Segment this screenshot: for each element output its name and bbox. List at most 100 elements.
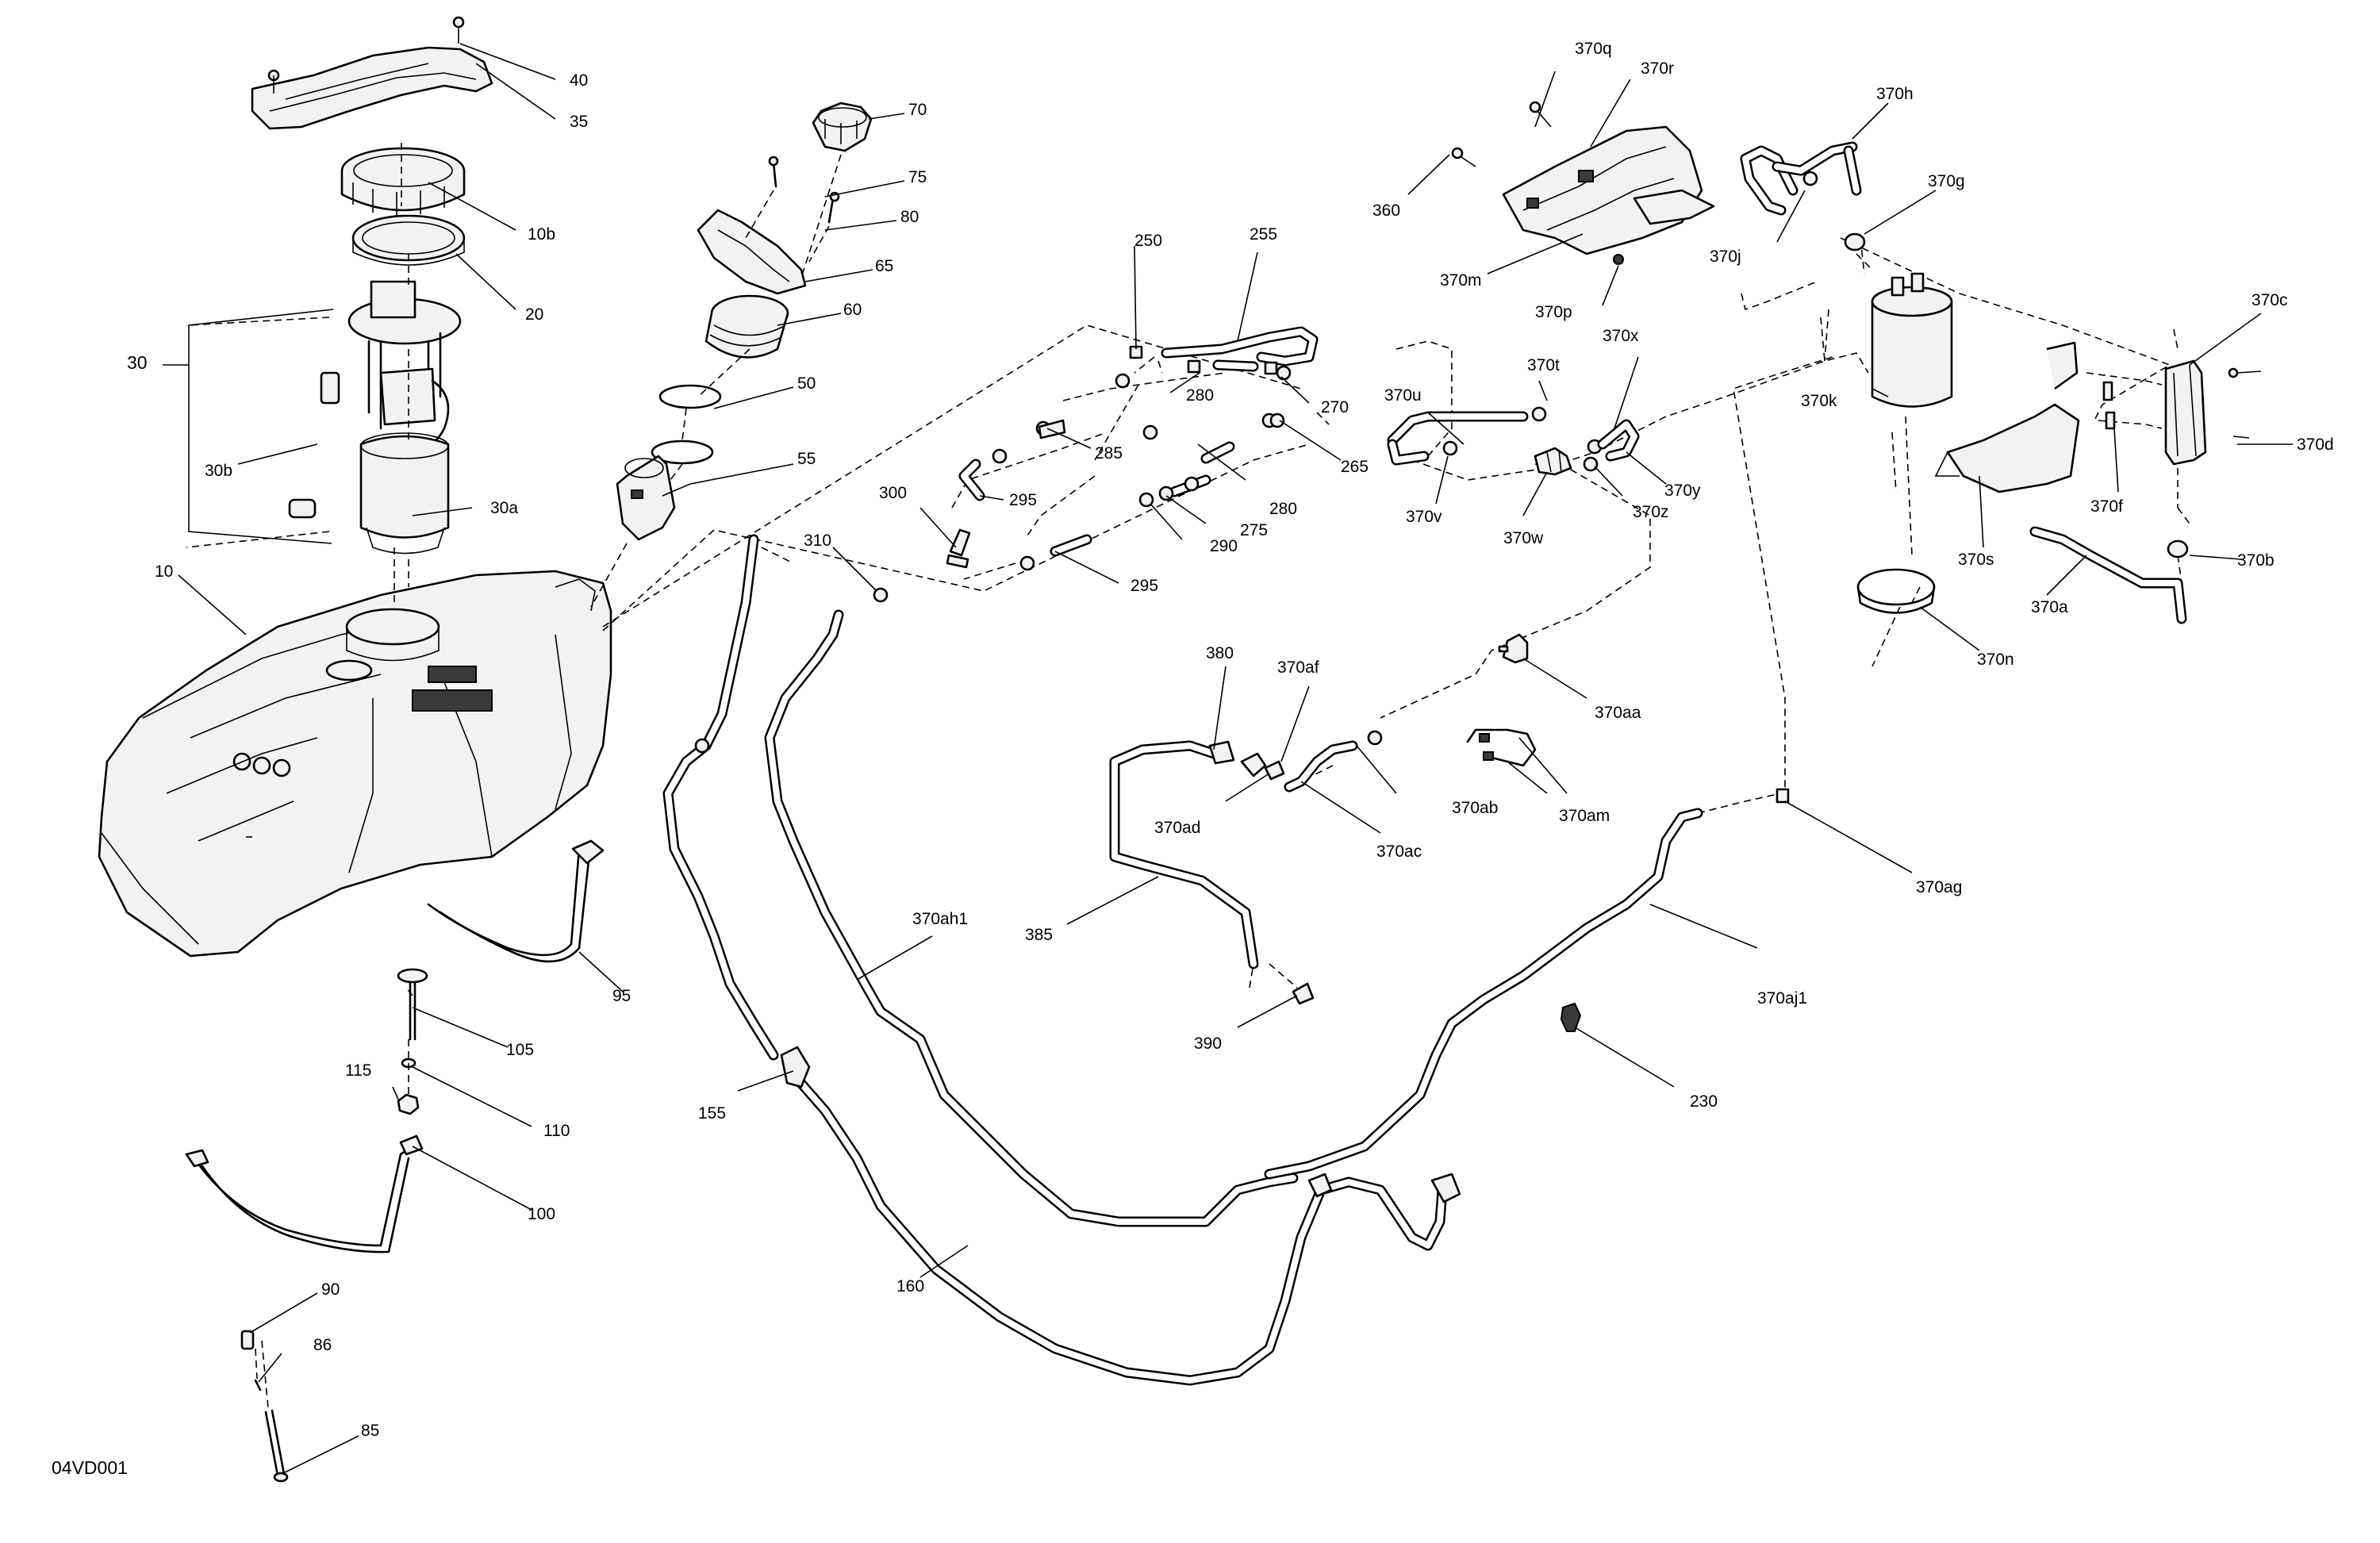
vent-line-370ah1 — [764, 609, 1299, 1227]
callout-155: 155 — [698, 1104, 726, 1123]
callout-160: 160 — [896, 1277, 924, 1295]
callout-255: 255 — [1250, 225, 1277, 244]
hose-385 — [1109, 740, 1259, 969]
hose-370h — [1740, 141, 1862, 216]
callout-370aa: 370aa — [1595, 704, 1641, 722]
group-label-30: 30 — [127, 352, 148, 373]
callout-370n: 370n — [1977, 651, 2014, 669]
vent-hose-255 — [1161, 326, 1319, 367]
callout-60: 60 — [843, 301, 862, 319]
callout-50: 50 — [797, 374, 816, 393]
filler-housing-65 — [697, 209, 807, 295]
callouts: 30 10 10b 20 30a 30b 35 40 50 55 60 65 7… — [52, 40, 2334, 1478]
callout-370am: 370am — [1559, 807, 1610, 825]
assembly-lines — [186, 143, 2190, 1409]
vent-line-370aj1 — [1264, 808, 1703, 1180]
filter-370w — [1534, 447, 1572, 476]
callout-370ab: 370ab — [1452, 799, 1498, 817]
nut-115 — [397, 1093, 420, 1115]
callout-380: 380 — [1206, 644, 1234, 662]
callout-80: 80 — [900, 208, 919, 226]
callout-300: 300 — [879, 484, 907, 502]
callout-105: 105 — [506, 1041, 534, 1059]
callout-360: 360 — [1372, 202, 1400, 220]
callout-40: 40 — [570, 71, 588, 90]
clip-370f — [2102, 381, 2116, 430]
callout-370ag: 370ag — [1916, 878, 1962, 896]
hose-370y — [1597, 419, 1640, 462]
callout-370p: 370p — [1535, 303, 1572, 321]
valve-370c — [2164, 359, 2262, 466]
callout-55: 55 — [797, 450, 816, 468]
callout-230: 230 — [1690, 1092, 1718, 1111]
callout-95: 95 — [612, 987, 631, 1005]
filler-neck-60 — [704, 294, 789, 359]
callout-100: 100 — [528, 1205, 555, 1223]
harness-370ab — [1466, 728, 1537, 767]
fittings-370t-370z — [1442, 406, 1603, 472]
bolt-105 — [397, 968, 428, 1041]
screw-40 — [452, 16, 465, 44]
clamp-370n — [1856, 568, 1936, 614]
screws-75-80 — [768, 155, 840, 224]
callout-30b: 30b — [205, 462, 232, 480]
clamp-50 — [651, 384, 722, 465]
fuel-tank-10 — [98, 570, 612, 958]
lock-ring-10b — [340, 147, 466, 216]
callout-115: 115 — [345, 1061, 371, 1080]
clamp-370b — [2167, 539, 2189, 558]
callout-370b: 370b — [2237, 551, 2274, 570]
canister-370k — [1871, 272, 1953, 408]
valve-370aa — [1498, 633, 1529, 664]
callout-370g: 370g — [1928, 172, 1965, 190]
bracket-370s — [1934, 341, 2080, 493]
clip-90 — [240, 1330, 255, 1350]
level-sensor-30b — [288, 371, 340, 519]
pump-filter-30a — [359, 432, 450, 555]
callout-370x: 370x — [1603, 327, 1639, 345]
callout-295-lower: 295 — [1130, 577, 1158, 595]
connectors-265-300 — [873, 413, 1285, 603]
callout-370s: 370s — [1958, 551, 1994, 569]
callout-370j: 370j — [1710, 248, 1741, 266]
callout-370f: 370f — [2090, 497, 2123, 516]
callout-370m: 370m — [1440, 271, 1482, 290]
callout-370ah1: 370ah1 — [912, 910, 968, 928]
callout-270: 270 — [1321, 398, 1349, 416]
callout-370h: 370h — [1876, 85, 1914, 103]
leader-lines — [163, 43, 2293, 1475]
callout-370z: 370z — [1633, 503, 1669, 521]
callout-275: 275 — [1240, 521, 1268, 539]
callout-370q: 370q — [1575, 40, 1612, 58]
callout-90: 90 — [321, 1280, 340, 1299]
hoses-280-295 — [958, 359, 1259, 557]
callout-20: 20 — [525, 305, 543, 324]
callout-370af: 370af — [1277, 658, 1319, 677]
connector-370af — [1240, 730, 1383, 781]
callout-265: 265 — [1341, 458, 1368, 476]
callout-370ad: 370ad — [1154, 819, 1200, 837]
callout-385: 385 — [1025, 926, 1053, 944]
callout-370v: 370v — [1406, 508, 1442, 526]
callout-390: 390 — [1194, 1034, 1222, 1053]
callout-280-lower: 280 — [1269, 500, 1297, 518]
quick-connect-155 — [694, 738, 1461, 1203]
callout-65: 65 — [875, 257, 893, 275]
callout-370w: 370w — [1503, 529, 1544, 547]
hose-370a — [2029, 526, 2187, 624]
callout-370d: 370d — [2297, 436, 2334, 454]
callout-86: 86 — [313, 1336, 332, 1354]
rod-85 — [264, 1409, 289, 1483]
tank-strap-95 — [427, 839, 605, 963]
callout-110: 110 — [543, 1122, 570, 1140]
callout-310: 310 — [804, 532, 831, 550]
callout-370u: 370u — [1384, 386, 1422, 405]
callout-10b: 10b — [528, 225, 555, 244]
callout-370y: 370y — [1664, 482, 1701, 500]
fitting-370ag — [1775, 788, 1790, 804]
reference-code: 04VD001 — [52, 1457, 128, 1478]
filler-hose-55 — [616, 455, 676, 541]
callout-285: 285 — [1095, 444, 1123, 463]
callout-70: 70 — [908, 101, 927, 119]
